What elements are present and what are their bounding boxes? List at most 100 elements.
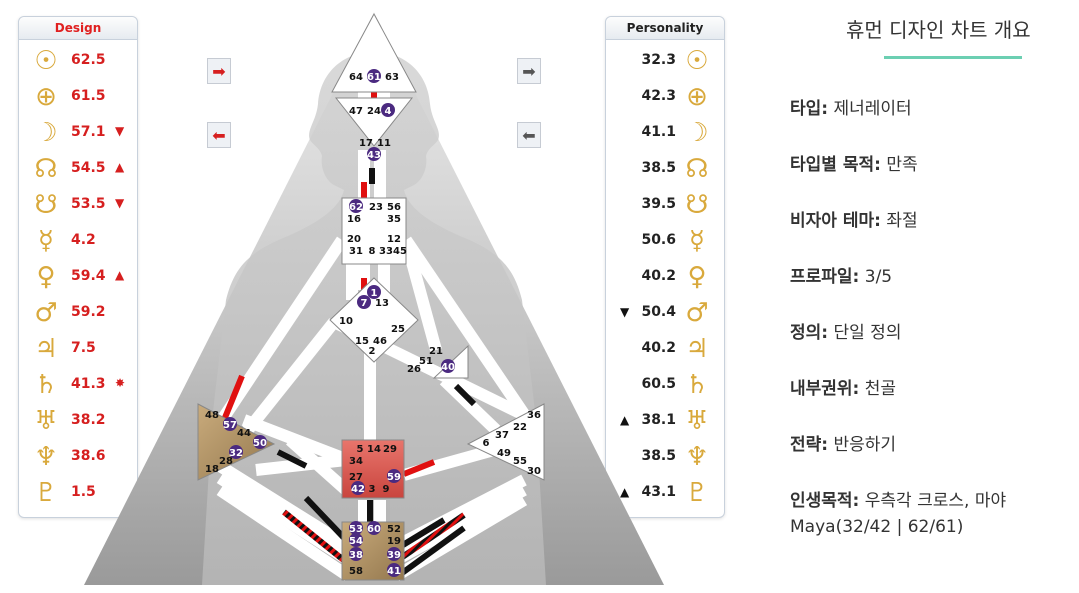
planet-value: 38.5: [641, 448, 676, 464]
planet-value: 39.5: [641, 196, 676, 212]
neptune-icon: ♆: [34, 442, 58, 472]
svg-text:16: 16: [347, 214, 361, 225]
personality-row-mercury: ☿50.6: [606, 223, 724, 259]
gate-54: 54: [349, 533, 363, 547]
design-header: Design: [19, 17, 137, 40]
gate-27: 27: [349, 472, 363, 483]
svg-text:25: 25: [391, 324, 405, 335]
fixing-mark: ▲: [620, 413, 630, 427]
gate-10: 10: [339, 316, 353, 327]
gate-49: 49: [497, 448, 511, 459]
personality-row-jupiter: ♃40.2: [606, 331, 724, 367]
saturn-icon: ♄: [34, 370, 58, 400]
gate-53: 53: [349, 521, 363, 535]
moon-icon: ☽: [34, 118, 58, 148]
planet-value: 38.1: [641, 412, 676, 428]
svg-text:33: 33: [379, 246, 393, 257]
uranus-icon: ♅: [685, 406, 709, 436]
mars-icon: ♂: [34, 298, 58, 328]
gate-45: 45: [393, 246, 407, 257]
gate-40: 40: [441, 359, 455, 373]
venus-icon: ♀: [36, 262, 56, 292]
personality-row-saturn: ♄60.5: [606, 367, 724, 403]
gate-55: 55: [513, 456, 527, 467]
mercury-icon: ☿: [38, 226, 54, 256]
summary-label: 전략:: [790, 435, 829, 455]
gate-30: 30: [527, 466, 541, 477]
gate-21: 21: [429, 346, 443, 357]
summary-value: 반응하기: [828, 435, 897, 455]
gate-46: 46: [373, 336, 387, 347]
svg-text:13: 13: [375, 298, 389, 309]
gate-43: 43: [367, 147, 381, 161]
gate-20: 20: [347, 234, 361, 245]
gate-13: 13: [375, 298, 389, 309]
personality-row-uranus: ♅ 38.1 ▲: [606, 403, 724, 439]
summary-label: 정의:: [790, 323, 829, 343]
design-row-jupiter: ♃7.5: [19, 331, 137, 367]
planet-value: 1.5: [71, 484, 96, 500]
svg-text:30: 30: [527, 466, 541, 477]
planet-value: 61.5: [71, 88, 106, 104]
svg-text:26: 26: [407, 364, 421, 375]
svg-text:10: 10: [339, 316, 353, 327]
svg-text:59: 59: [387, 472, 401, 483]
svg-text:35: 35: [387, 214, 401, 225]
arrow-right-icon: ➡: [212, 61, 226, 81]
gate-12: 12: [387, 234, 401, 245]
gate-58: 58: [349, 566, 363, 577]
summary-item: 프로파일: 3/5: [790, 264, 1075, 290]
gate-24: 24: [367, 106, 381, 117]
design-back-button[interactable]: ⬅: [207, 122, 231, 148]
svg-text:19: 19: [387, 536, 401, 547]
design-row-north-node: ☊54.5▲: [19, 151, 137, 187]
gate-17: 17: [359, 138, 373, 149]
sun-icon: ☉: [685, 46, 709, 76]
planet-value: 38.2: [71, 412, 106, 428]
solar-plexus-center: [466, 403, 545, 481]
design-row-mars: ♂ 59.2: [19, 295, 137, 331]
gate-5: 5: [357, 444, 364, 455]
south-node-icon: ☋: [685, 190, 709, 220]
earth-icon: ⊕: [35, 82, 57, 112]
personality-row-neptune: ♆38.5: [606, 439, 724, 475]
planet-value: 59.2: [71, 304, 106, 320]
planet-value: 59.4: [71, 268, 106, 284]
gate-8: 8: [369, 246, 376, 257]
gate-9: 9: [383, 484, 390, 495]
jupiter-icon: ♃: [685, 334, 709, 364]
personality-header: Personality: [606, 17, 724, 40]
active-channels: [221, 92, 477, 579]
personality-row-north-node: ☊38.5: [606, 151, 724, 187]
planet-value: 57.1: [71, 124, 106, 140]
planet-value: 38.5: [641, 160, 676, 176]
svg-text:38: 38: [349, 550, 363, 561]
summary-item: 타입: 제너레이터: [790, 96, 1075, 122]
gate-50: 50: [253, 435, 267, 449]
svg-text:57: 57: [223, 420, 237, 431]
planet-value: 38.6: [71, 448, 106, 464]
svg-text:14: 14: [367, 444, 381, 455]
fixing-mark: ▼: [620, 305, 630, 319]
gate-7: 7: [357, 295, 371, 309]
svg-text:45: 45: [393, 246, 407, 257]
personality-back-button[interactable]: ⬅: [517, 122, 541, 148]
personality-row-sun: ☉32.3: [606, 43, 724, 79]
design-row-pluto: ♇1.5: [19, 475, 137, 511]
gate-4: 4: [381, 103, 395, 117]
gate-29: 29: [383, 444, 397, 455]
summary-item: 비자아 테마: 좌절: [790, 208, 1075, 234]
gate-48: 48: [205, 410, 219, 421]
svg-text:12: 12: [387, 234, 401, 245]
planet-value: 43.1: [641, 484, 676, 500]
svg-text:20: 20: [347, 234, 361, 245]
summary-value: 좌절: [880, 211, 918, 231]
fixing-mark: ▲: [115, 268, 125, 282]
design-forward-button[interactable]: ➡: [207, 58, 231, 84]
svg-text:58: 58: [349, 566, 363, 577]
gate-28: 28: [219, 456, 233, 467]
svg-text:15: 15: [355, 336, 369, 347]
gate-59: 59: [387, 469, 401, 483]
personality-forward-button[interactable]: ➡: [517, 58, 541, 84]
svg-text:37: 37: [495, 430, 509, 441]
